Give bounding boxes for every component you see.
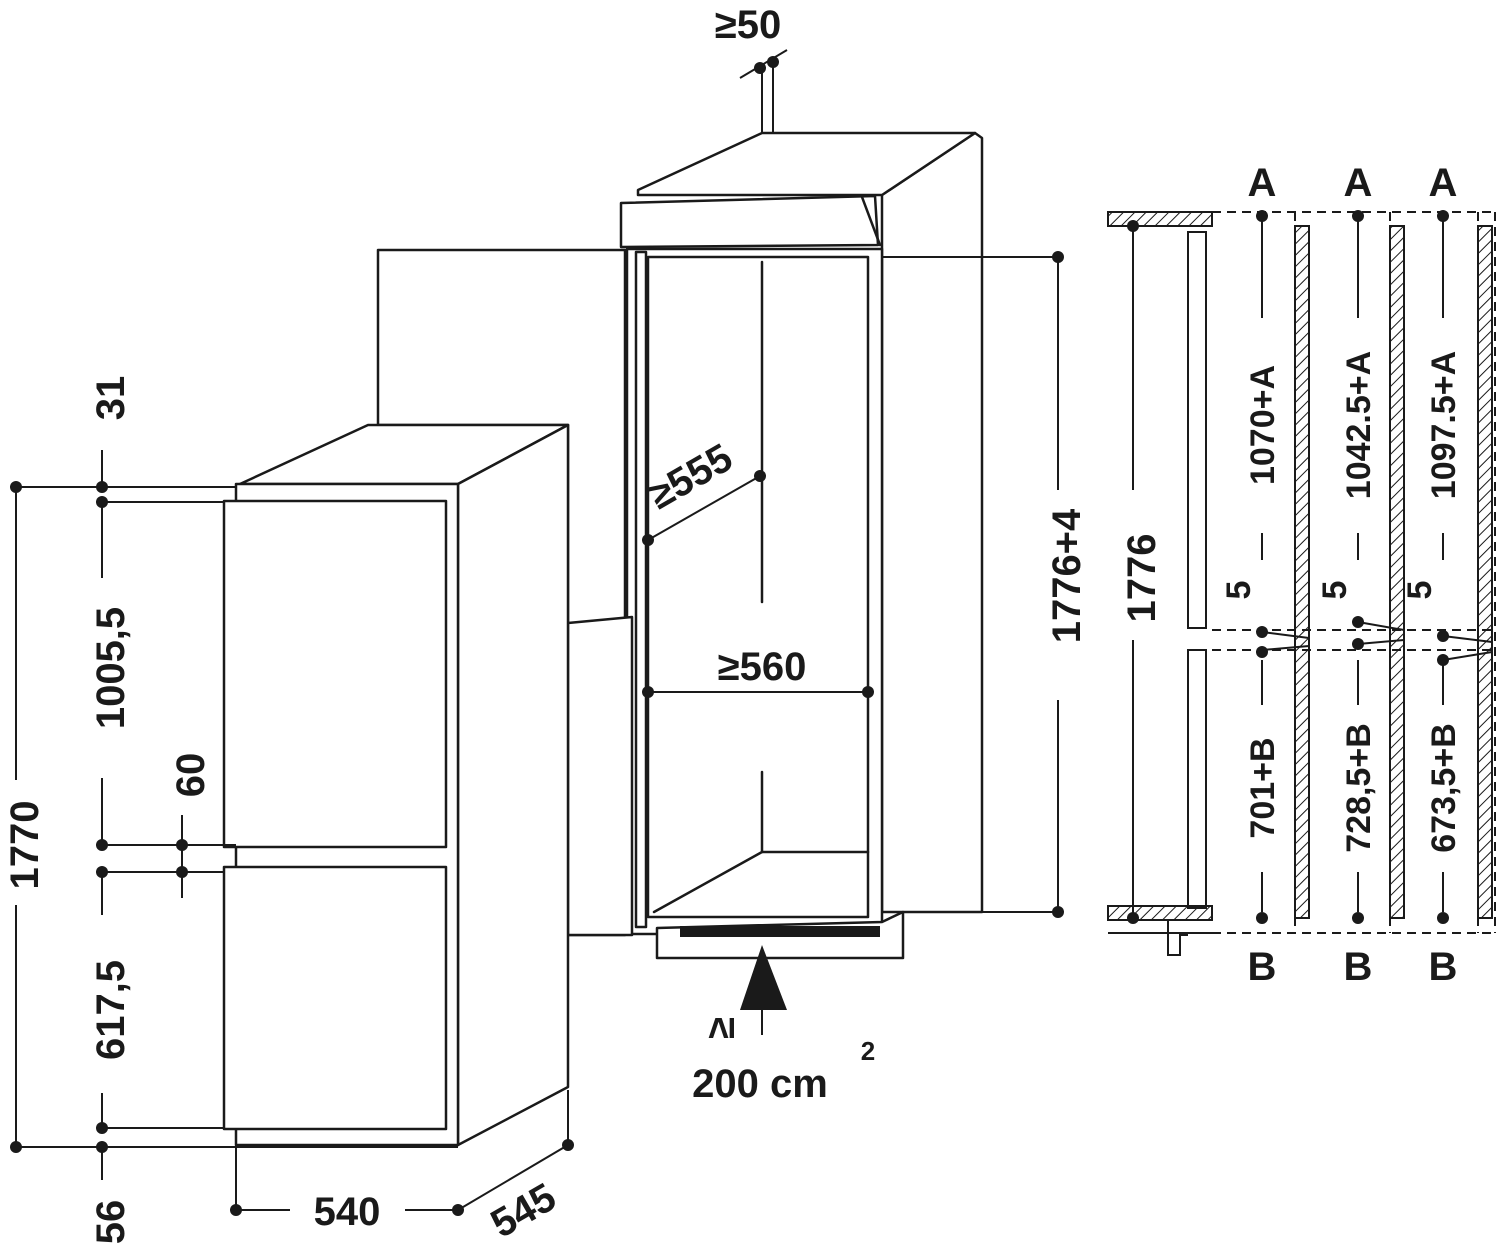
lower-door-label: 617,5 (89, 960, 133, 1060)
niche-dimensions: ≥50 1776+4 ≥555 ≥560 ≥ 200 cm 2 (641, 3, 1089, 1106)
option-3-lower-label: 673,5+B (1425, 723, 1463, 853)
door-gap-label: 60 (169, 753, 213, 798)
vent-area-exponent: 2 (861, 1036, 875, 1066)
option-2-top-label: A (1344, 161, 1373, 205)
option-1-upper-label: 1070+A (1244, 365, 1282, 485)
option-3-bottom-label: B (1429, 945, 1458, 989)
niche-height-label: 1776 (1120, 534, 1164, 623)
option-2-gap-label: 5 (1316, 581, 1354, 600)
top-gap-label: 31 (89, 376, 133, 421)
frame-height-label: 1776+4 (1045, 508, 1089, 643)
top-clearance-label: ≥50 (715, 3, 781, 47)
option-1-lower-label: 701+B (1244, 737, 1282, 838)
total-height-label: 1770 (3, 801, 47, 890)
option-2-lower-label: 728,5+B (1340, 723, 1378, 853)
option-3-upper-label: 1097.5+A (1425, 351, 1463, 499)
option-2-upper-label: 1042.5+A (1340, 351, 1378, 499)
appliance-depth-label: 545 (484, 1175, 564, 1245)
option-1-gap-label: 5 (1220, 581, 1258, 600)
appliance-box (222, 423, 570, 1147)
upper-door-label: 1005,5 (89, 607, 133, 729)
vent-area-label: 200 cm (692, 1062, 828, 1106)
niche-cabinet (376, 131, 984, 960)
ventilation-arrow-icon (740, 945, 787, 1010)
option-3-top-label: A (1429, 161, 1458, 205)
appliance-width-label: 540 (314, 1190, 381, 1234)
inner-width-label: ≥560 (718, 645, 807, 689)
option-3-gap-label: 5 (1401, 581, 1439, 600)
option-1-bottom-label: B (1248, 945, 1277, 989)
door-options-section: 1776 (1107, 161, 1496, 989)
vent-symbol: ≥ (699, 1017, 743, 1039)
bottom-gap-label: 56 (89, 1200, 133, 1245)
option-2-bottom-label: B (1344, 945, 1373, 989)
option-1-top-label: A (1248, 161, 1277, 205)
